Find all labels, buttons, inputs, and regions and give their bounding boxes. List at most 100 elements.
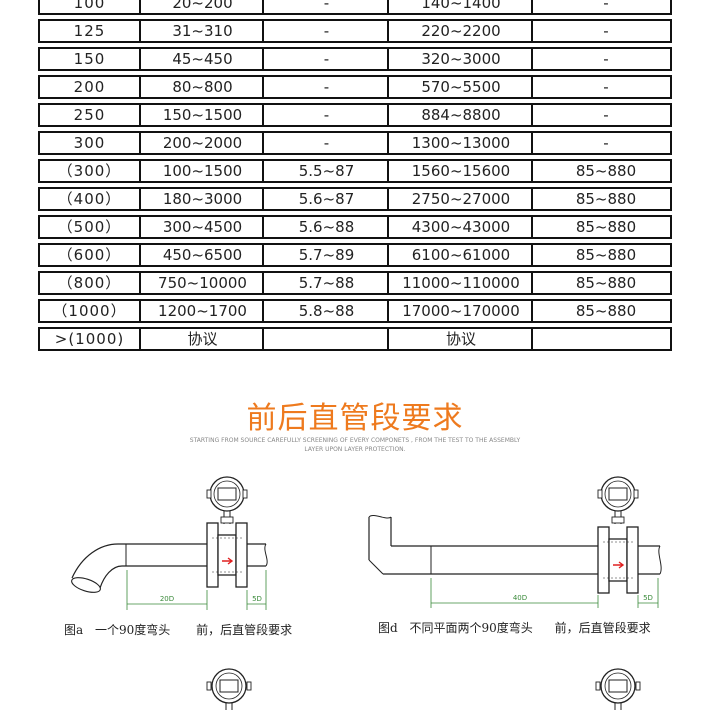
- flange-right: [626, 526, 639, 594]
- figure-lower-right: [595, 668, 641, 710]
- figure-d: 40D 5D: [368, 476, 662, 608]
- table-cell: （800）: [40, 273, 141, 293]
- table-cell: 协议: [143, 329, 264, 349]
- flowmeter-icon: [206, 476, 248, 525]
- table-cell: 协议: [391, 329, 533, 349]
- dim-label-upstream-d: 40D: [513, 594, 527, 602]
- table-cell: 200: [40, 77, 141, 97]
- table-cell: -: [266, 21, 389, 41]
- table-cell: （600）: [40, 245, 141, 265]
- table-cell: 5.6~88: [266, 217, 389, 237]
- table-cell: -: [603, 0, 609, 12]
- flow-arrow-icon: [613, 561, 625, 569]
- table-cell: 4300~43000: [391, 217, 533, 237]
- table-cell: 31~310: [143, 21, 264, 41]
- table-cell: 5.6~87: [266, 189, 389, 209]
- meter-body: [217, 534, 237, 576]
- section-subtitle-line-2: LAYER UPON LAYER PROTECTION.: [304, 446, 406, 453]
- caption-d-text: 不同平面两个90度弯头: [409, 621, 533, 635]
- table-cell: 100~1500: [143, 161, 264, 181]
- table-cell: 5.7~88: [266, 273, 389, 293]
- elbow-inner-line: [99, 565, 126, 589]
- caption-d-suffix: 前，后直管段要求: [554, 621, 651, 635]
- table-cell: 1200~1700: [143, 301, 264, 321]
- table-cell: 150~1500: [143, 105, 264, 125]
- caption-figure-d: 图d 不同平面两个90度弯头 前，后直管段要求: [378, 619, 651, 636]
- table-cell: 11000~110000: [391, 273, 533, 293]
- flange-left: [597, 526, 610, 594]
- dim-label-downstream-d: 5D: [643, 594, 653, 602]
- figure-lower-left: [206, 668, 252, 710]
- table-cell: 140~1400: [391, 0, 533, 13]
- caption-a-label: 图a: [64, 623, 84, 637]
- table-cell: 85~880: [575, 302, 637, 320]
- table-cell: 320~3000: [391, 49, 533, 69]
- table-cell: >(1000): [40, 329, 141, 349]
- section-subtitle-line-1: STARTING FROM SOURCE CAREFULLY SCREENING…: [189, 437, 521, 444]
- elbow-opening: [71, 577, 101, 593]
- table-cell: 2750~27000: [391, 189, 533, 209]
- riser-break: [368, 514, 392, 519]
- flange-left: [206, 522, 219, 588]
- table-cell: -: [603, 50, 609, 68]
- section-title: 前后直管段要求: [246, 401, 464, 436]
- table-cell: 450~6500: [143, 245, 264, 265]
- table-cell: 17000~170000: [391, 301, 533, 321]
- caption-a-suffix: 前，后直管段要求: [196, 623, 293, 637]
- flow-arrow-icon: [222, 557, 234, 565]
- table-cell: 100: [40, 0, 141, 13]
- table-cell: （1000）: [40, 301, 141, 321]
- table-cell: 200~2000: [143, 133, 264, 153]
- table-cell: 220~2200: [391, 21, 533, 41]
- table-cell: 5.8~88: [266, 301, 389, 321]
- dim-label-downstream-a: 5D: [252, 595, 262, 603]
- table-cell: 1300~13000: [391, 133, 533, 153]
- table-cell: 5.7~89: [266, 245, 389, 265]
- table-cell: -: [603, 78, 609, 96]
- table-cell: 300~4500: [143, 217, 264, 237]
- table-cell: 20~200: [143, 0, 264, 13]
- table-cell: 150: [40, 49, 141, 69]
- table-cell: -: [266, 133, 389, 153]
- table-cell: -: [266, 105, 389, 125]
- table-cell: -: [266, 0, 389, 13]
- meter-body: [608, 538, 628, 582]
- table-cell: 180~3000: [143, 189, 264, 209]
- table-cell: 884~8800: [391, 105, 533, 125]
- table-cell: 80~800: [143, 77, 264, 97]
- pipe-break: [264, 543, 268, 567]
- table-cell: （300）: [40, 161, 141, 181]
- flowmeter-icon: [597, 476, 639, 525]
- table-cell: 45~450: [143, 49, 264, 69]
- caption-a-text: 一个90度弯头: [94, 623, 171, 637]
- table-row: >(1000)协议协议: [38, 327, 672, 351]
- table-cell: -: [266, 49, 389, 69]
- table-cell: -: [266, 77, 389, 97]
- flange-right: [235, 522, 248, 588]
- caption-figure-a: 图a 一个90度弯头 前，后直管段要求: [64, 621, 292, 638]
- table-cell: （400）: [40, 189, 141, 209]
- table-cell: 6100~61000: [391, 245, 533, 265]
- table-cell: 750~10000: [143, 273, 264, 293]
- table-cell: 300: [40, 133, 141, 153]
- table-cell: 570~5500: [391, 77, 533, 97]
- table-cell: 85~880: [575, 190, 637, 208]
- table-cell: 125: [40, 21, 141, 41]
- table-cell: -: [603, 106, 609, 124]
- table-cell: 85~880: [575, 218, 637, 236]
- table-cell: -: [603, 22, 609, 40]
